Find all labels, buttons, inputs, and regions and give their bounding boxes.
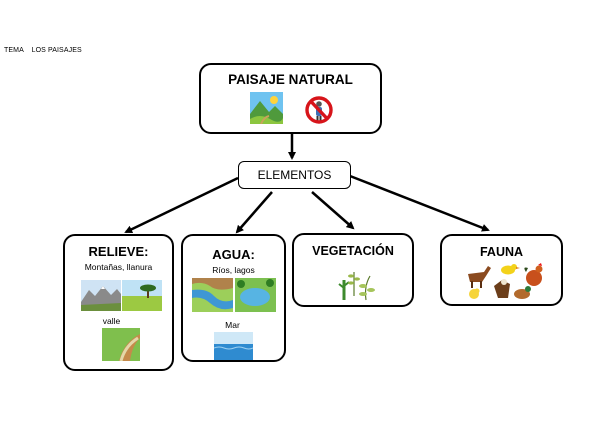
agua-title: AGUA: [212, 247, 255, 262]
river-picture-icon [192, 278, 233, 312]
lake-picture-icon [235, 278, 276, 312]
vegetacion-node: VEGETACIÓN [292, 233, 414, 307]
valley-picture-icon [102, 328, 140, 361]
topic-label: TEMA LOS PAISAJES [4, 47, 82, 54]
agua-subtitle: Ríos, lagos [212, 265, 255, 275]
relieve-title: RELIEVE: [88, 244, 149, 259]
fauna-title: FAUNA [479, 245, 524, 259]
plain-picture-icon [122, 280, 162, 311]
root-node: PAISAJE NATURAL [199, 63, 382, 134]
animals-picture-icon [462, 260, 546, 302]
relieve-extra: valle [102, 316, 121, 326]
agua-node: AGUA: Ríos, lagos Mar [181, 234, 286, 362]
landscape-picture-icon [250, 92, 283, 124]
elements-node: ELEMENTOS [238, 161, 351, 189]
arrow-to-fauna [349, 174, 490, 232]
relieve-subtitle: Montañas, llanura [84, 262, 153, 272]
arrow-to-relieve [124, 176, 239, 234]
elements-label: ELEMENTOS [257, 168, 332, 182]
agua-extra: Mar [225, 320, 240, 330]
arrow-to-agua [235, 191, 273, 234]
mountains-picture-icon [81, 280, 121, 311]
no-people-icon [304, 92, 334, 124]
arrow-to-vegetacion [311, 191, 355, 230]
relieve-node: RELIEVE: Montañas, llanura valle [63, 234, 174, 371]
fauna-node: FAUNA [440, 234, 563, 306]
vegetacion-title: VEGETACIÓN [312, 244, 394, 258]
root-title: PAISAJE NATURAL [228, 72, 353, 87]
plants-picture-icon [336, 266, 376, 302]
sea-picture-icon [214, 332, 253, 360]
